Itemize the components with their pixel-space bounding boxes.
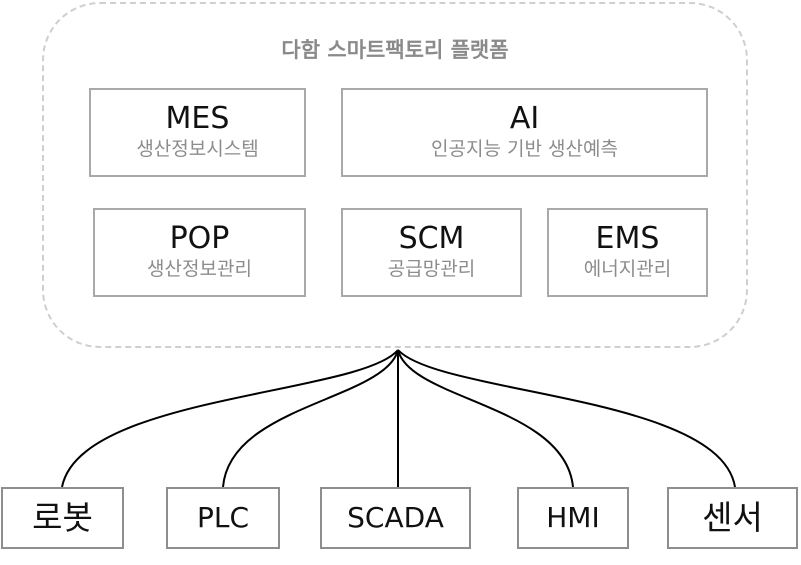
- device-sensor: 센서: [667, 487, 798, 549]
- module-pop: POP 생산정보관리: [93, 208, 306, 297]
- link-hmi: [397, 349, 574, 488]
- module-scm-name: SCM: [398, 221, 465, 256]
- module-scm-desc: 공급망관리: [387, 258, 476, 280]
- module-ems-name: EMS: [595, 221, 660, 256]
- link-robot: [61, 349, 399, 488]
- module-ai-desc: 인공지능 기반 생산예측: [431, 138, 618, 160]
- device-robot: 로봇: [1, 487, 124, 549]
- module-mes-name: MES: [165, 101, 230, 136]
- platform-container: [42, 2, 748, 348]
- module-pop-desc: 생산정보관리: [147, 258, 252, 280]
- device-plc: PLC: [166, 487, 280, 549]
- platform-title: 다함 스마트팩토리 플랫폼: [281, 38, 509, 62]
- module-ems: EMS 에너지관리: [547, 208, 708, 297]
- module-ems-desc: 에너지관리: [583, 258, 672, 280]
- module-ai: AI 인공지능 기반 생산예측: [341, 88, 708, 177]
- link-plc: [222, 349, 399, 488]
- module-mes-desc: 생산정보시스템: [136, 138, 259, 160]
- device-hmi: HMI: [517, 487, 629, 549]
- device-scada: SCADA: [320, 487, 471, 549]
- module-ai-name: AI: [509, 101, 540, 136]
- module-scm: SCM 공급망관리: [341, 208, 522, 297]
- module-pop-name: POP: [169, 221, 230, 256]
- module-mes: MES 생산정보시스템: [89, 88, 306, 177]
- link-sensor: [397, 349, 736, 488]
